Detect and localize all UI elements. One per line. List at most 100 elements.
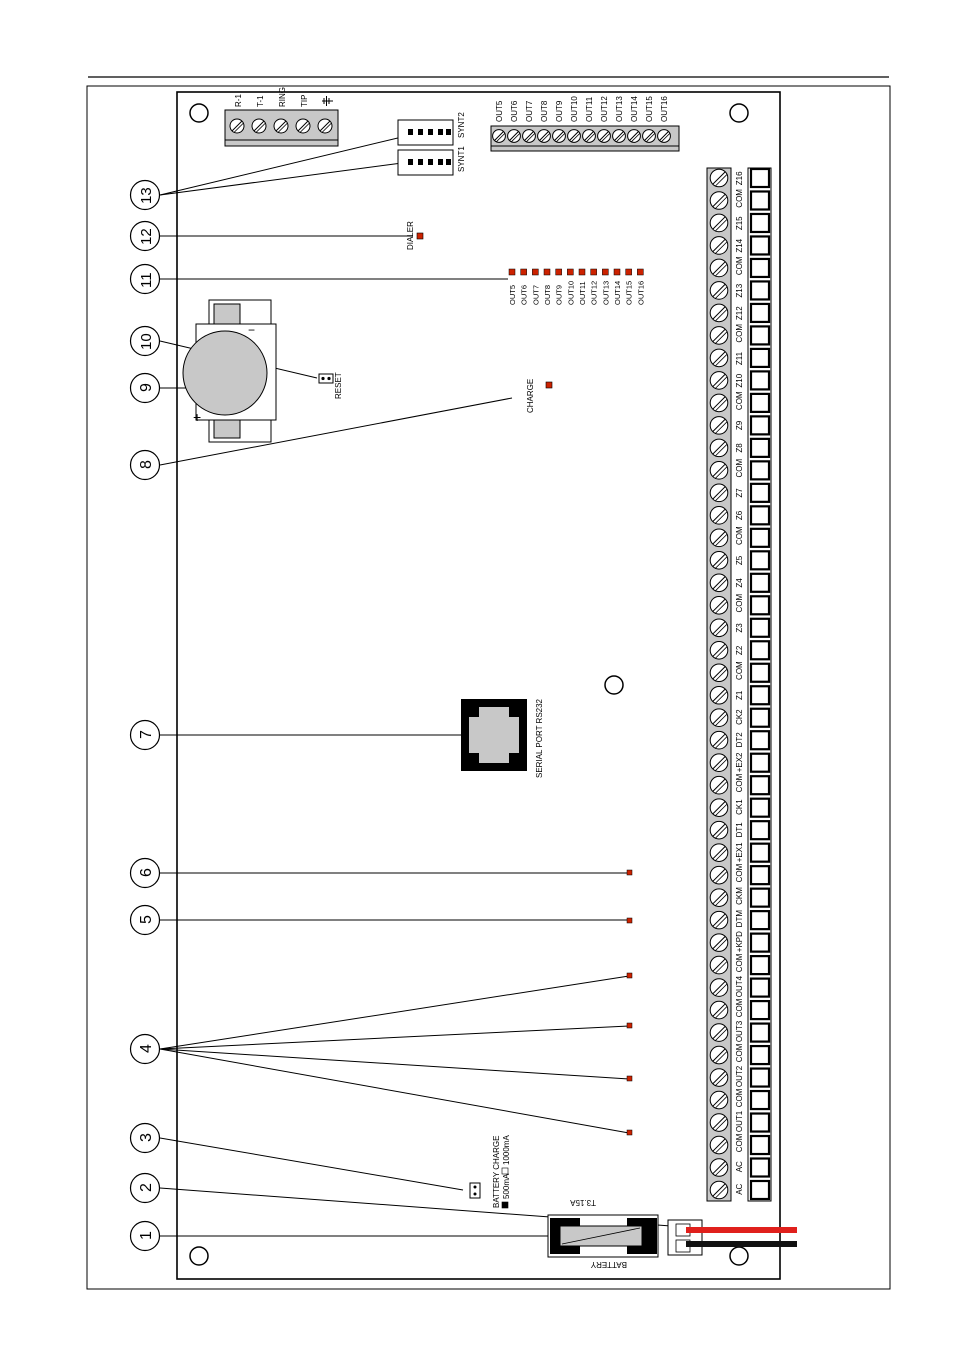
dialer-led: DIALER	[406, 221, 424, 250]
main-terminal-box	[749, 235, 771, 256]
main-terminal-screw	[709, 955, 729, 975]
main-terminal-box	[749, 662, 771, 683]
mounting-hole-top-left	[189, 103, 209, 123]
terminal-screw	[295, 118, 311, 134]
main-terminal-screw	[709, 348, 729, 368]
option-1000-label: 1000mA	[502, 1135, 511, 1165]
main-terminal-screw	[709, 281, 729, 300]
main-terminal-box	[749, 1112, 771, 1133]
out-led	[613, 268, 621, 276]
main-terminal-box	[749, 617, 771, 638]
out-terminal-label: OUT12	[600, 96, 609, 122]
top-terminal-label: RING	[278, 87, 287, 107]
out-led-label: OUT9	[555, 285, 564, 305]
cell-minus-symbol: −	[248, 323, 255, 337]
fuse-label: T3.15A	[570, 1198, 596, 1207]
out-terminal-label: OUT10	[570, 96, 579, 122]
main-terminal-label: COM	[735, 1043, 744, 1062]
main-terminal-screw	[709, 573, 729, 593]
out-terminal-screw	[627, 129, 641, 143]
main-terminal-label: Z7	[735, 488, 744, 498]
main-terminal-screw	[709, 551, 729, 570]
leader-line	[159, 136, 403, 196]
battery-label: BATTERY	[590, 1260, 627, 1269]
main-terminal-label: COM	[735, 1088, 744, 1107]
leader-line	[159, 1048, 630, 1134]
synth1-label: SYNT1	[457, 146, 466, 172]
leader-line	[159, 1048, 630, 1080]
out-led	[555, 268, 562, 276]
callout-label: 2	[138, 1183, 155, 1192]
callout-label: 7	[138, 730, 155, 739]
main-terminal-screw	[709, 168, 729, 188]
main-terminal-box	[749, 437, 771, 458]
main-terminal-screw	[709, 258, 729, 278]
main-terminal-screw	[709, 888, 729, 907]
main-terminal-screw	[709, 820, 729, 840]
out-terminal-label: OUT8	[540, 100, 549, 122]
main-terminal-screw	[709, 528, 729, 548]
main-terminal-box	[749, 1067, 771, 1088]
out-terminal-label: OUT7	[525, 100, 534, 122]
out-terminal-label: OUT14	[630, 96, 639, 122]
main-terminal-label: COM	[735, 661, 744, 680]
main-terminal-box	[749, 325, 771, 346]
main-terminal-box	[749, 415, 771, 436]
main-terminal-label: Z15	[735, 216, 744, 230]
callout-5: 5	[129, 904, 161, 936]
main-terminal-screw	[709, 1180, 729, 1200]
backup-cell-holder: + −	[182, 299, 277, 443]
out-terminal-screw	[657, 129, 671, 143]
main-terminal-screw	[709, 1045, 729, 1065]
out-terminal-label: OUT13	[615, 96, 624, 122]
main-terminal-screw	[709, 685, 729, 705]
callout-label: 4	[138, 1044, 155, 1053]
main-terminal-box	[749, 932, 771, 953]
main-terminal-screw	[709, 191, 729, 210]
main-terminal-screw	[709, 798, 729, 817]
main-terminal-box	[749, 595, 771, 616]
out-led	[625, 268, 632, 276]
synth2-label: SYNT2	[457, 112, 466, 138]
main-terminal-label: COM	[735, 526, 744, 545]
main-terminal-label: CK2	[735, 709, 744, 725]
out-led-label: OUT11	[578, 281, 587, 305]
callout-label: 10	[138, 333, 155, 350]
out-terminal-label: OUT11	[585, 96, 594, 122]
main-terminal-label: Z11	[735, 351, 744, 365]
mounting-hole-bottom-left	[189, 1246, 209, 1266]
main-terminal-screw	[709, 708, 729, 728]
main-terminal-screw	[709, 393, 729, 413]
callout-label: 11	[138, 272, 155, 288]
charge-led: CHARGE	[526, 379, 553, 413]
ground-icon	[322, 96, 333, 106]
main-terminal-box	[749, 1134, 771, 1156]
out-led-label: OUT14	[613, 281, 622, 305]
main-terminal-screw	[709, 236, 729, 255]
main-terminal-label: OUT3	[735, 1020, 744, 1042]
out-terminal-screw	[507, 129, 521, 143]
callout-label: 12	[138, 228, 155, 245]
status-leds	[626, 869, 633, 1136]
main-terminal-box	[749, 640, 771, 661]
callout-10: 10	[129, 325, 161, 357]
callout-2: 2	[129, 1172, 161, 1204]
out-terminal-screw	[492, 129, 506, 143]
terminal-screw	[273, 118, 289, 134]
main-terminal-screw	[709, 730, 729, 750]
main-terminal-box	[749, 977, 771, 998]
main-terminal-box	[749, 1044, 771, 1066]
main-terminal-box	[749, 302, 771, 324]
battery-fuse: T3.15A BATTERY	[547, 1198, 659, 1269]
mounting-hole-top-right	[729, 103, 749, 123]
main-terminal-box	[749, 752, 771, 773]
out-led-label: OUT12	[590, 281, 599, 305]
mounting-hole-bottom-right	[729, 1246, 749, 1266]
callout-8: 8	[129, 449, 161, 481]
out-led	[637, 268, 644, 276]
main-terminal-box	[749, 167, 771, 189]
out-terminal-label: OUT15	[645, 96, 654, 122]
